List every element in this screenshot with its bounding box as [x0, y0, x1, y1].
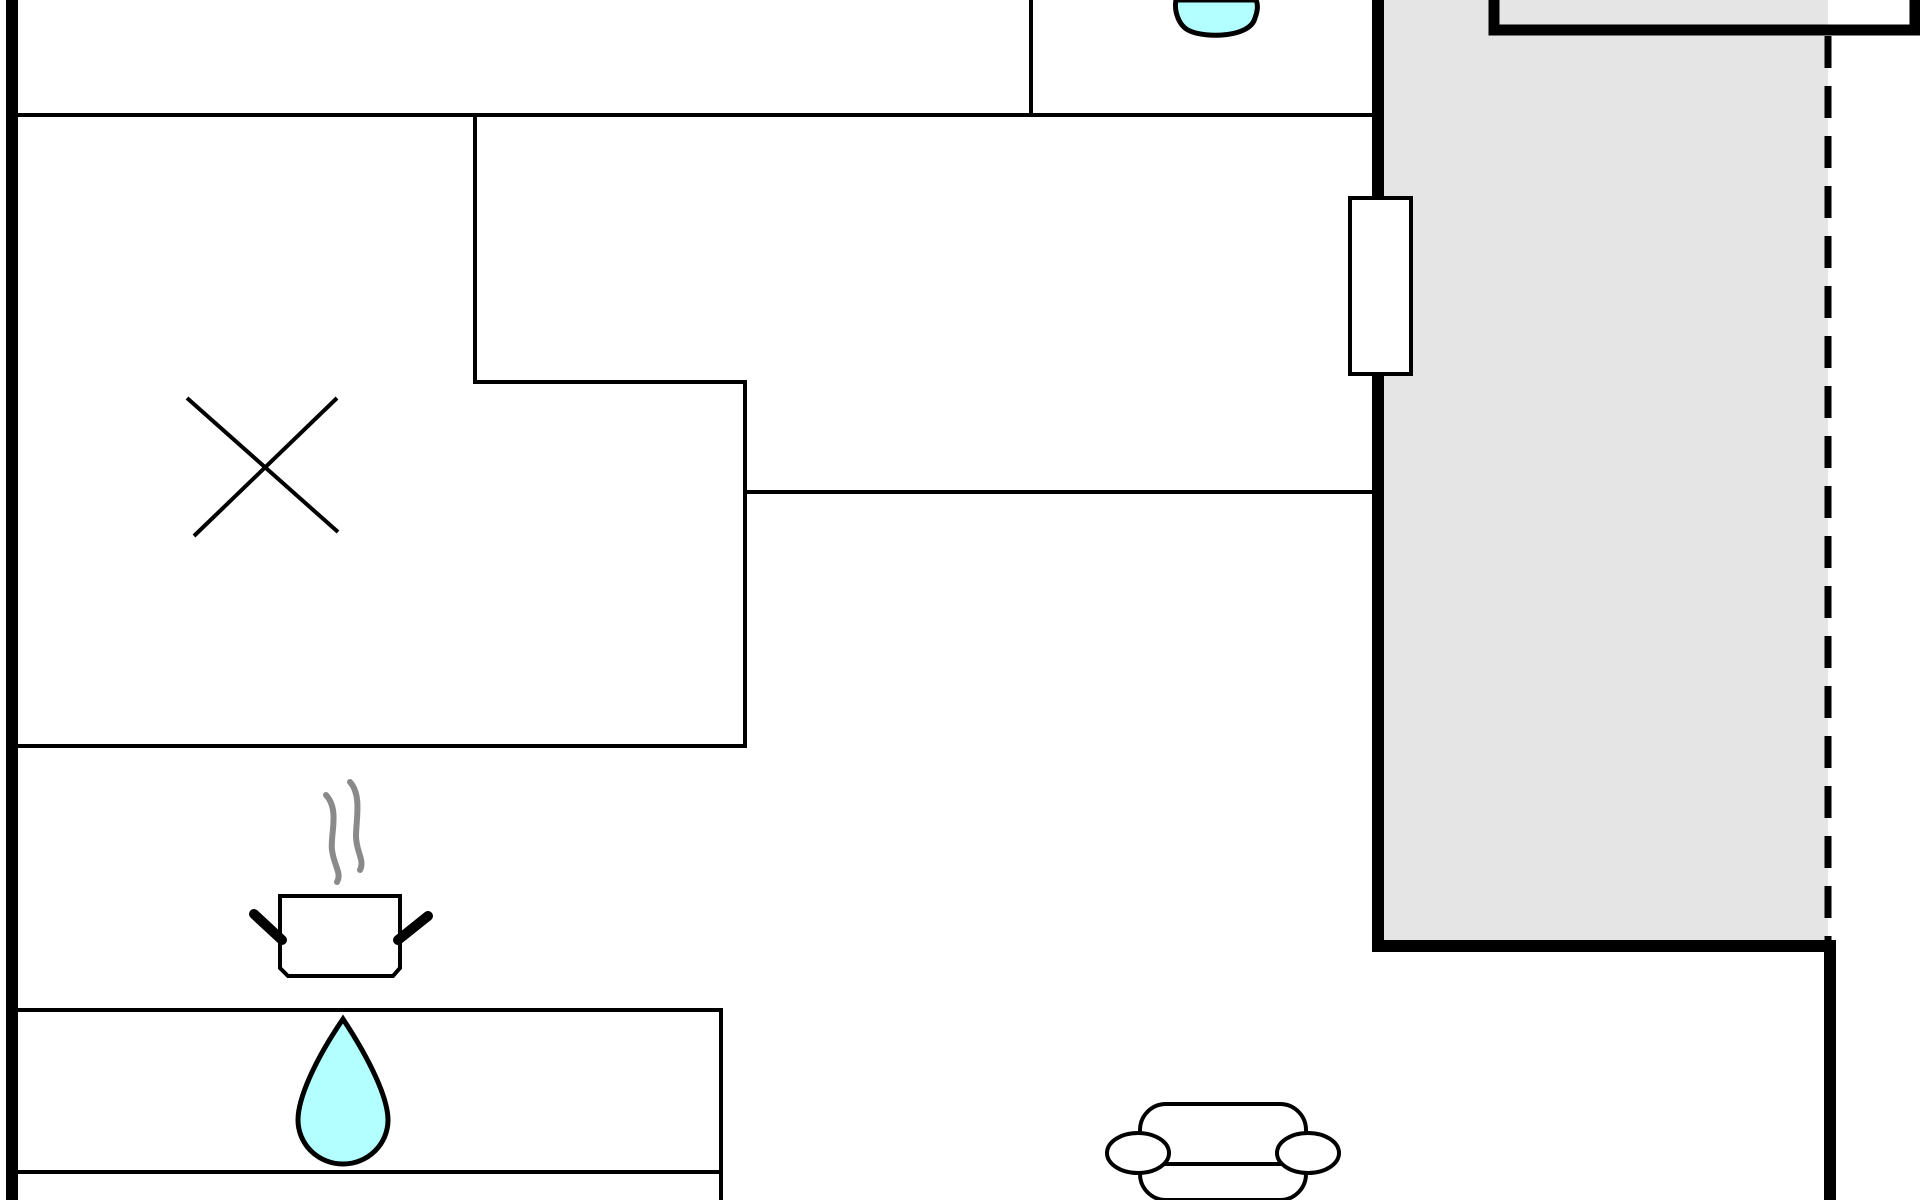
storage-room-outline [10, 113, 747, 748]
steam-icon [323, 779, 365, 885]
terrace [1378, 0, 1828, 946]
kitchen-counter [10, 1008, 723, 1200]
water-drop-icon [295, 1014, 391, 1167]
water-drop-icon [1173, 0, 1260, 38]
top-right-box [1488, 0, 1920, 36]
cooking-pot-icon [249, 894, 433, 978]
radiator-icon [1348, 196, 1413, 376]
sofa-icon [1105, 1102, 1341, 1200]
cross-mark-icon [185, 396, 340, 538]
